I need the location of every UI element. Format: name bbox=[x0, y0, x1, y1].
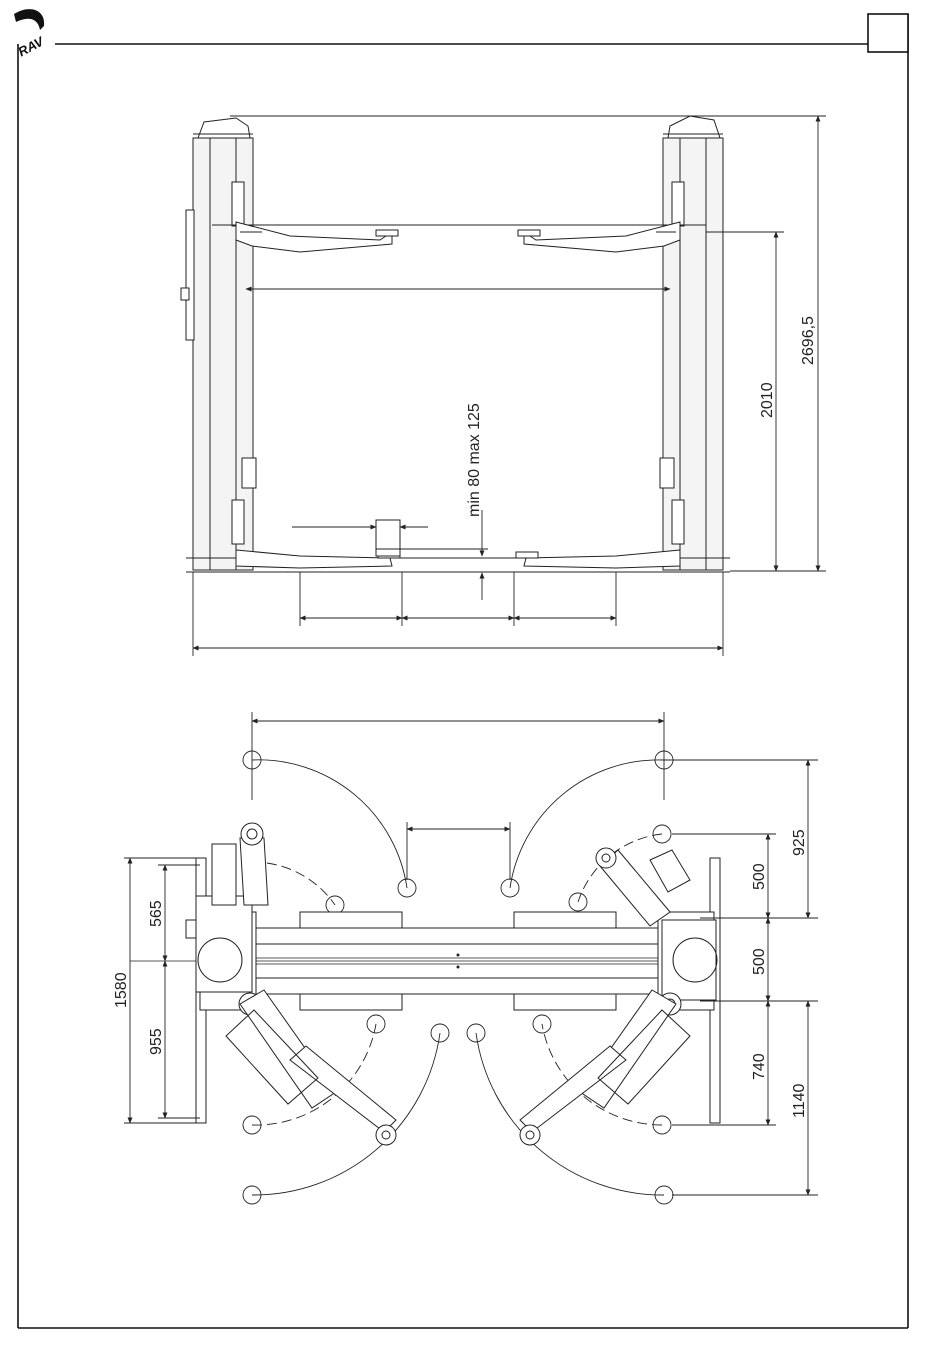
dim-1580: 1580 bbox=[113, 972, 130, 1008]
dim-1140: 1140 bbox=[791, 1083, 808, 1118]
left-column bbox=[181, 118, 256, 570]
pad-height-note: min 80 max 125 bbox=[466, 403, 483, 517]
page-frame bbox=[18, 14, 908, 1328]
right-column bbox=[660, 116, 723, 570]
dim-500-lower: 500 bbox=[751, 948, 768, 975]
dim-height-total: 2696,5 bbox=[800, 316, 817, 365]
dim-955: 955 bbox=[148, 1028, 165, 1055]
lower-arms bbox=[186, 520, 730, 572]
logo-text: RAV bbox=[16, 33, 48, 59]
dim-565: 565 bbox=[148, 900, 165, 927]
dim-lift-height: 2010 bbox=[759, 382, 776, 418]
top-view-left-dimensions bbox=[124, 858, 206, 1123]
dim-740: 740 bbox=[751, 1053, 768, 1080]
dim-925: 925 bbox=[791, 829, 808, 856]
front-dimensions bbox=[193, 116, 826, 656]
top-view bbox=[124, 712, 818, 1204]
page-number-box bbox=[868, 14, 908, 52]
brand-logo: RAV bbox=[14, 9, 47, 59]
dim-500-upper: 500 bbox=[751, 863, 768, 890]
front-view bbox=[181, 116, 826, 656]
upper-arms bbox=[212, 222, 706, 252]
